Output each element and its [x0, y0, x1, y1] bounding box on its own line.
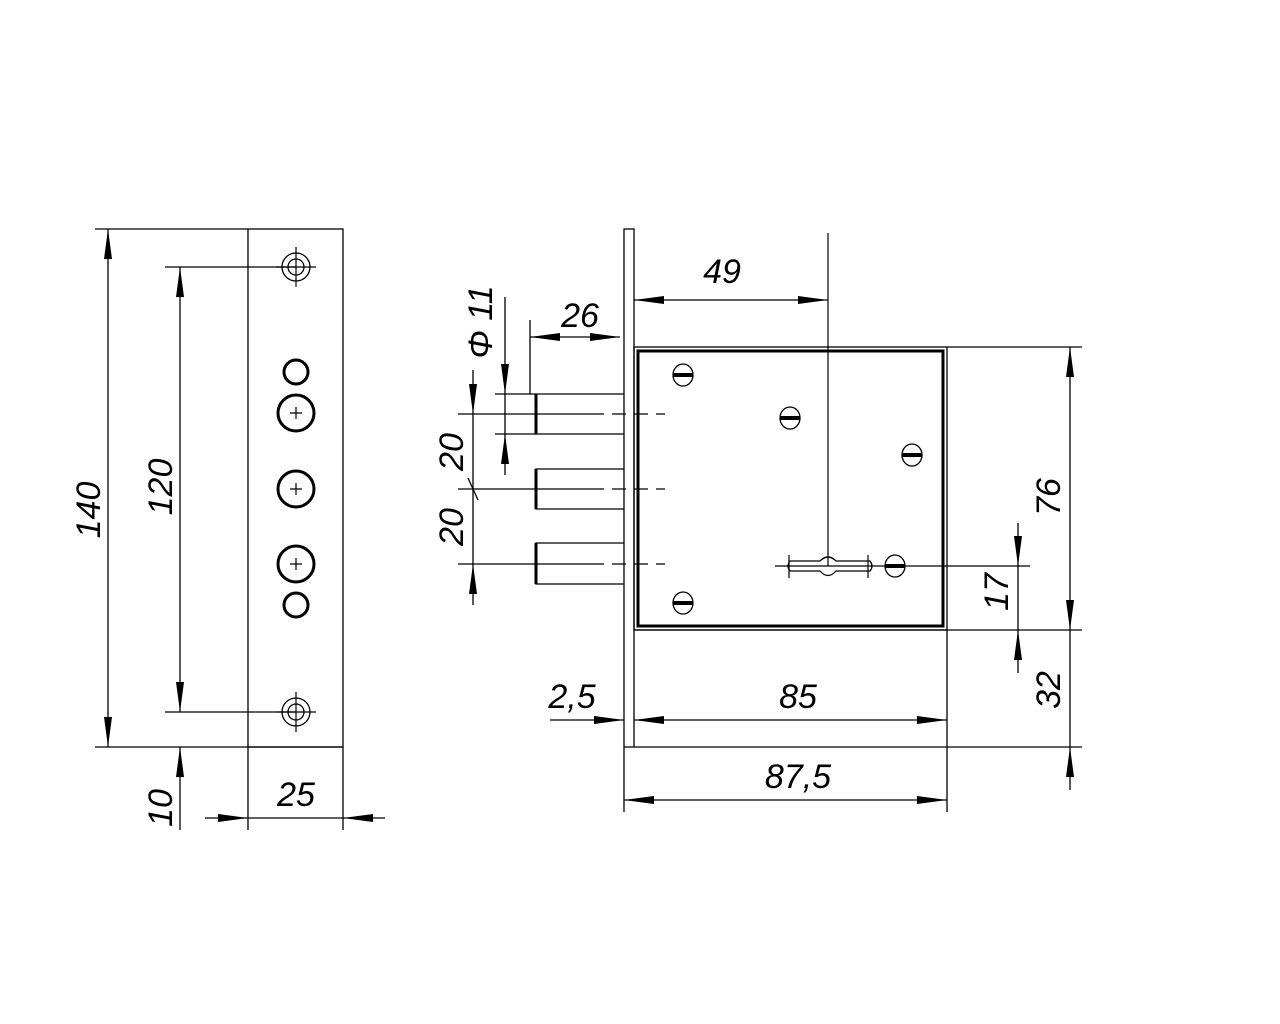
dim-label-keyhole-offset: 17: [978, 572, 1016, 611]
screw-icon: [672, 363, 694, 387]
screw-icon: [901, 443, 923, 467]
dim-label-screw-spacing: 120: [142, 459, 180, 516]
dim-label-backset: 49: [703, 253, 741, 291]
screw-icon: [779, 406, 801, 430]
hole-small: [282, 591, 310, 619]
dim-label-total-depth: 87,5: [765, 758, 831, 796]
dim-label-lower-offset: 32: [1030, 671, 1068, 709]
dim-label-bolt-spacing-lower: 20: [433, 508, 471, 547]
dim-label-body-height: 76: [1030, 478, 1068, 516]
screw-icon: [672, 591, 694, 615]
dim-label-faceplate-thickness: 2,5: [547, 678, 595, 716]
dim-label-bolt-projection: 26: [560, 297, 599, 335]
bolt-hole: [276, 544, 316, 584]
dim-label-body-depth: 85: [779, 678, 817, 716]
hole-small: [282, 358, 310, 386]
bolt-hole: [276, 393, 316, 433]
bolt-hole: [276, 469, 316, 509]
side-view: 49 26 Φ 11 20 20 76 17 32 2,5: [433, 228, 1082, 812]
front-view: 140 120 10 25: [70, 228, 385, 830]
dim-label-width: 25: [276, 776, 315, 814]
dim-label-bolt-spacing-upper: 20: [433, 433, 471, 472]
lock-body: [633, 346, 948, 631]
dim-label-height: 140: [70, 482, 108, 539]
dim-label-bolt-diameter: Φ 11: [462, 285, 500, 358]
side-faceplate: [623, 228, 635, 748]
dim-label-bottom-offset: 10: [142, 789, 180, 827]
